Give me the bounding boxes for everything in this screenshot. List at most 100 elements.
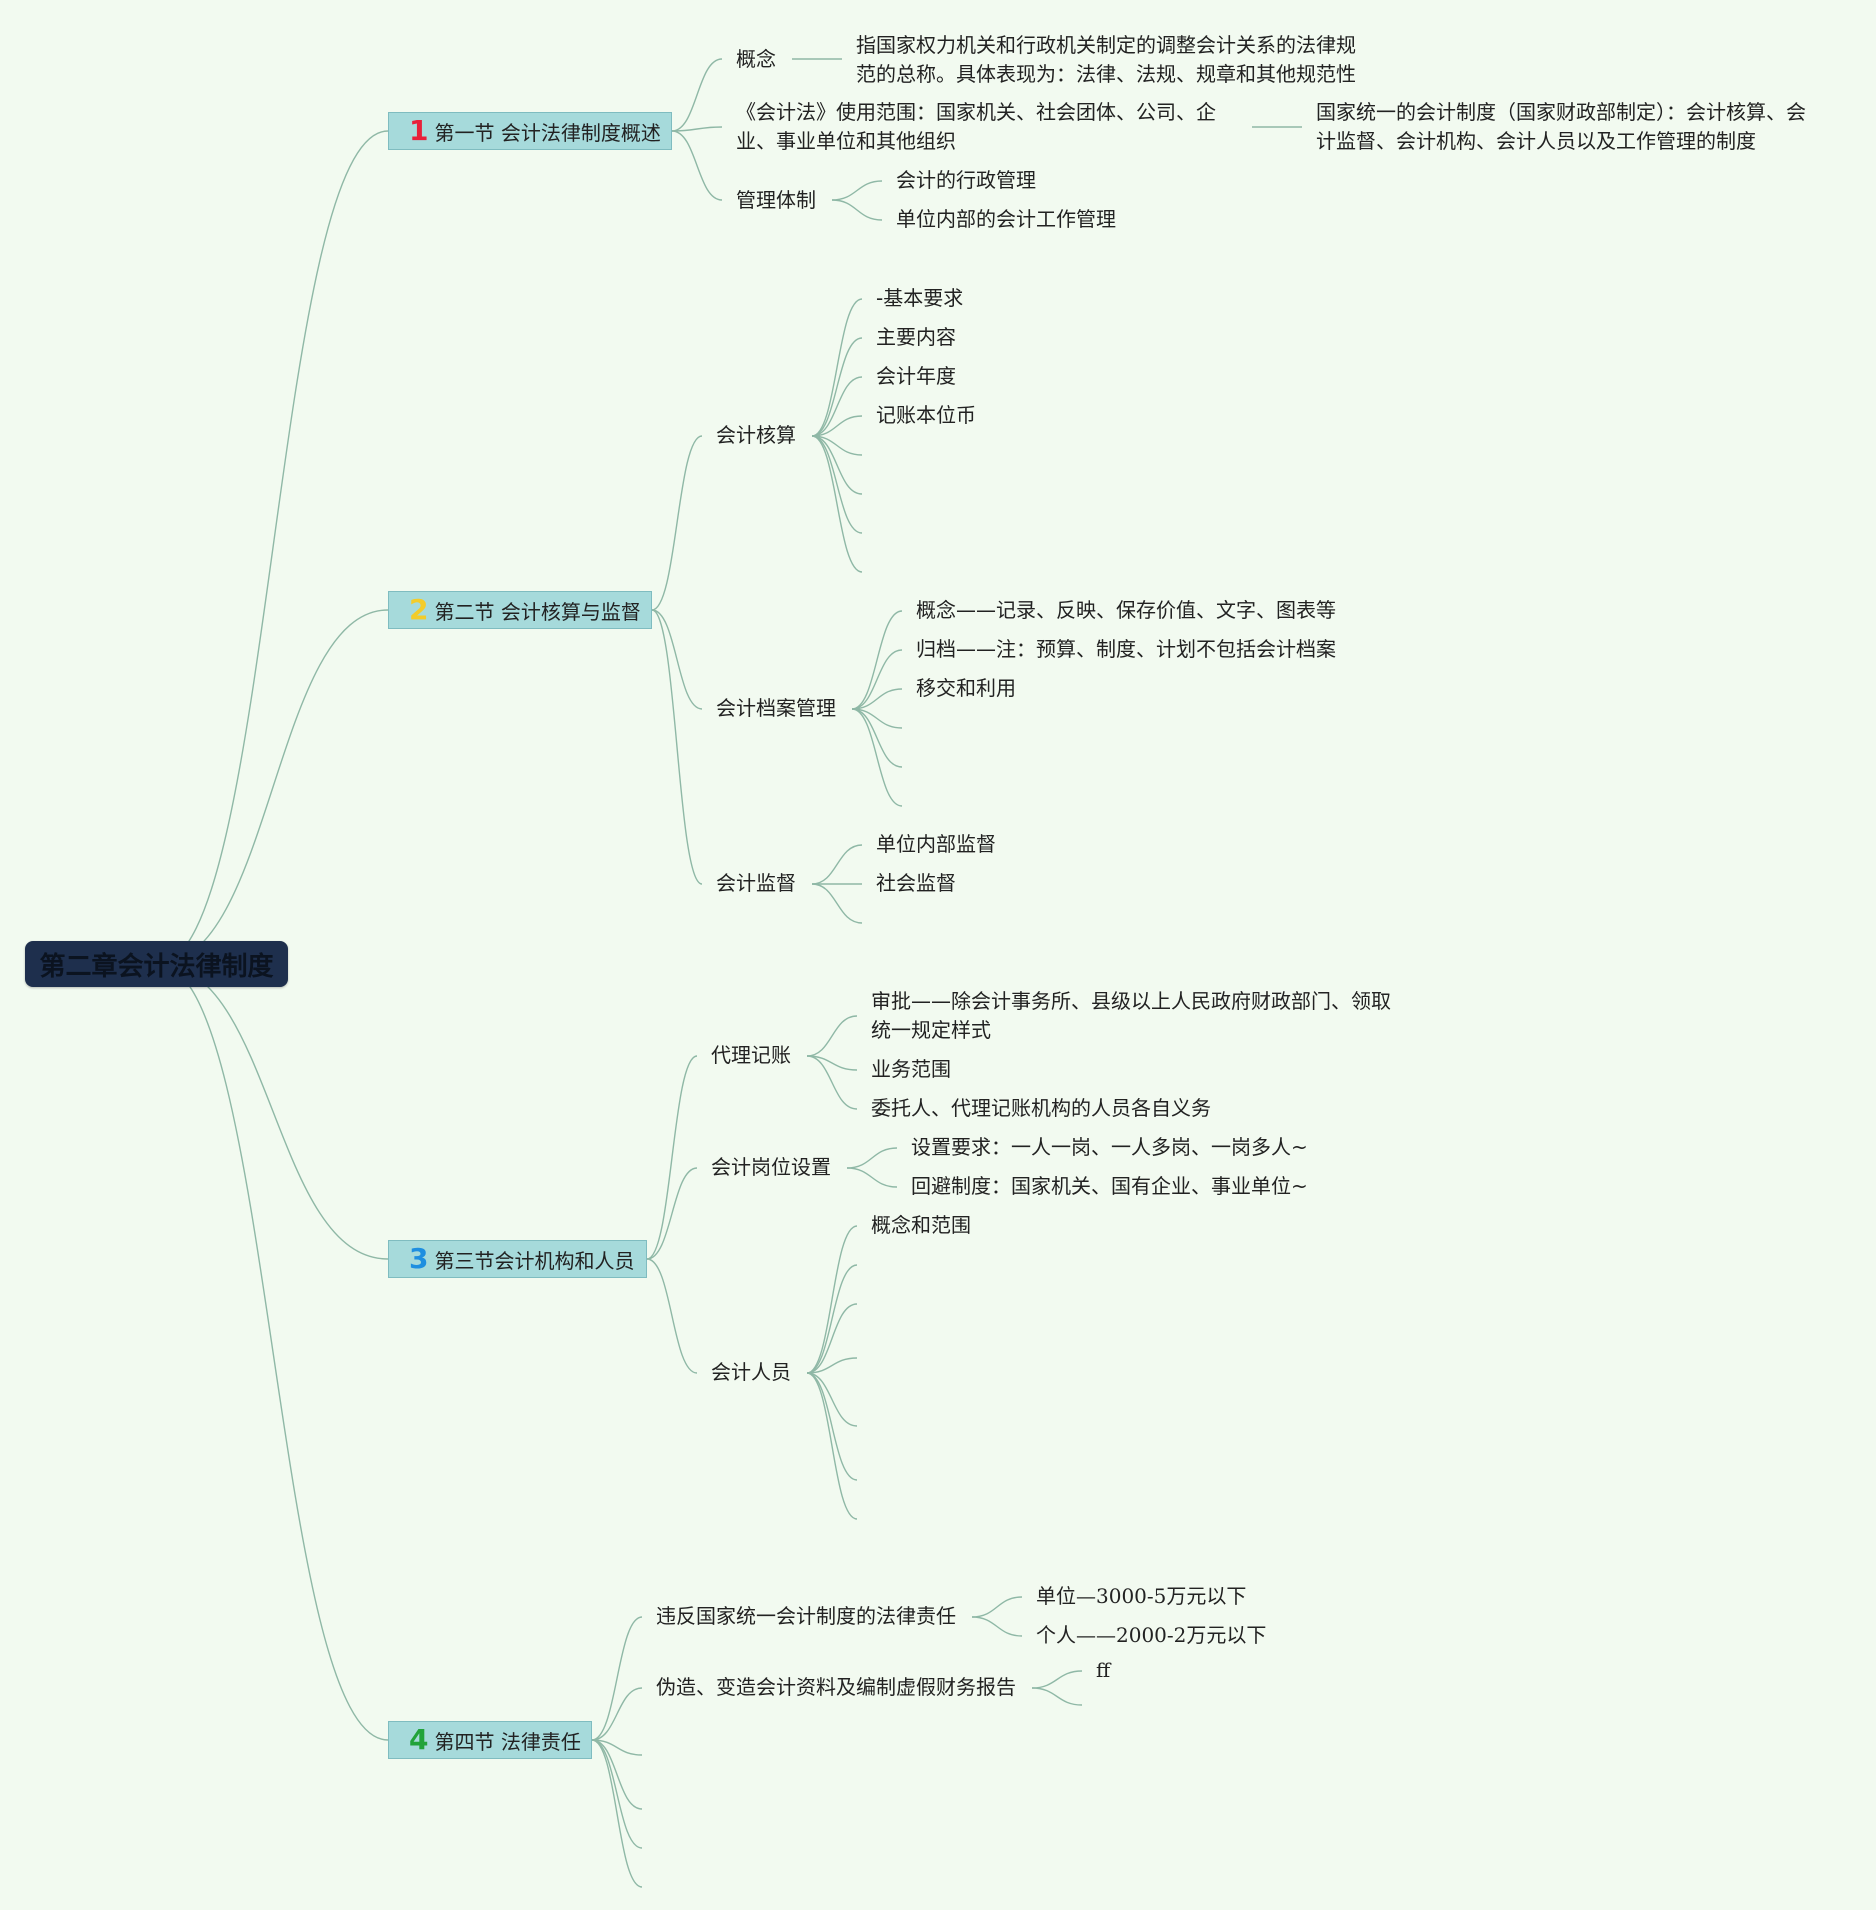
s3-posts-item[interactable]: 设置要求：一人一岗、一人多岗、一岗多人~ [911, 1135, 1308, 1159]
section-3-label: 第三节会计机构和人员 [434, 1248, 635, 1273]
s2-supervision-item[interactable]: 单位内部监督 [876, 832, 996, 856]
connector-line [811, 337, 863, 437]
section-1-label: 第一节 会计法律制度概述 [434, 120, 661, 145]
section-2-label: 第二节 会计核算与监督 [434, 599, 641, 624]
s2-archive[interactable]: 会计档案管理 [716, 696, 836, 720]
s3-agency-item[interactable]: 审批——除会计事务所、县级以上人民政府财政部门、领取统一规定样式 [871, 989, 1391, 1042]
root-to-section [157, 609, 389, 965]
connector-line [831, 199, 883, 221]
connector-line [811, 415, 863, 437]
root-to-section [157, 963, 389, 1741]
s3-posts[interactable]: 会计岗位设置 [711, 1155, 831, 1179]
connector-line [651, 609, 703, 885]
s3-posts-item[interactable]: 回避制度：国家机关、国有企业、事业单位~ [911, 1174, 1308, 1198]
s2-accounting-item[interactable]: 主要内容 [876, 325, 956, 349]
s3-agency-item[interactable]: 委托人、代理记账机构的人员各自义务 [871, 1096, 1211, 1120]
connector-line [651, 609, 703, 710]
s2-archive-item[interactable]: 概念——记录、反映、保存价值、文字、图表等 [916, 598, 1336, 622]
s1-concept-desc[interactable]: 指国家权力机关和行政机关制定的调整会计关系的法律规范的总称。具体表现为：法律、法… [856, 33, 1356, 86]
s1-concept[interactable]: 概念 [736, 47, 776, 71]
s4-violate-item[interactable]: 单位—3000-5万元以下 [1036, 1584, 1247, 1608]
connector-line [846, 1147, 898, 1169]
connector-line [806, 1264, 858, 1374]
section-1-number: 1 [409, 114, 429, 147]
connector-line [846, 1167, 898, 1188]
connector-line [806, 1225, 858, 1374]
s2-accounting-item[interactable]: -基本要求 [876, 286, 964, 310]
connector-line [811, 435, 863, 456]
section-3-number: 3 [409, 1242, 429, 1275]
s4-forge-item[interactable]: ff [1096, 1658, 1111, 1682]
s2-supervision-item[interactable]: 社会监督 [876, 871, 956, 895]
connector-line [971, 1596, 1023, 1618]
connector-line [811, 298, 863, 437]
s1-scope[interactable]: 《会计法》使用范围：国家机关、社会团体、公司、企业、事业单位和其他组织 [736, 100, 1216, 153]
s1-mgmt-item[interactable]: 会计的行政管理 [896, 168, 1036, 192]
section-2-number: 2 [409, 593, 429, 626]
connector-line [806, 1015, 858, 1057]
connector-line [851, 688, 903, 710]
s2-accounting-item[interactable]: 会计年度 [876, 364, 956, 388]
connector-line [591, 1616, 643, 1741]
root-to-section [157, 963, 389, 1260]
s1-mgmt-item[interactable]: 单位内部的会计工作管理 [896, 207, 1116, 231]
s4-forge[interactable]: 伪造、变造会计资料及编制虚假财务报告 [656, 1675, 1016, 1699]
root-to-section [157, 130, 389, 965]
connector-line [811, 435, 863, 534]
section-4-number: 4 [409, 1723, 429, 1756]
connector-line [811, 435, 863, 573]
s2-archive-item[interactable]: 归档——注：预算、制度、计划不包括会计档案 [916, 637, 1336, 661]
connector-line [806, 1372, 858, 1427]
connector-line [851, 708, 903, 729]
root-label: 第二章会计法律制度 [39, 951, 274, 982]
connector-line [811, 844, 863, 885]
connector-line [806, 1372, 858, 1481]
s4-violate-item[interactable]: 个人——2000-2万元以下 [1036, 1623, 1267, 1647]
connector-line [811, 376, 863, 437]
connector-line [831, 180, 883, 201]
section-4-node[interactable]: 4 第四节 法律责任 [388, 1721, 592, 1759]
connector-line [851, 610, 903, 710]
s2-archive-item[interactable]: 移交和利用 [916, 676, 1016, 700]
connector-line [671, 130, 723, 201]
connector-line [591, 1739, 643, 1810]
root-node[interactable]: 第二章会计法律制度 [25, 941, 288, 987]
connector-line [806, 1055, 858, 1110]
connector-line [806, 1303, 858, 1374]
s4-violate[interactable]: 违反国家统一会计制度的法律责任 [656, 1604, 956, 1628]
connector-line [1031, 1687, 1083, 1706]
connector-line [591, 1739, 643, 1888]
connector-line [1031, 1670, 1083, 1689]
section-1-node[interactable]: 1 第一节 会计法律制度概述 [388, 112, 672, 150]
s1-scope-desc[interactable]: 国家统一的会计制度（国家财政部制定）：会计核算、会计监督、会计机构、会计人员以及… [1316, 100, 1806, 153]
s2-accounting[interactable]: 会计核算 [716, 423, 796, 447]
s1-mgmt[interactable]: 管理体制 [736, 188, 816, 212]
connector-line [671, 58, 723, 132]
s3-agency[interactable]: 代理记账 [711, 1043, 791, 1067]
connector-line [671, 126, 723, 132]
s3-agency-item[interactable]: 业务范围 [871, 1057, 951, 1081]
connector-line [591, 1739, 643, 1849]
s3-staff[interactable]: 会计人员 [711, 1360, 791, 1384]
connector-line [851, 649, 903, 710]
s2-supervision[interactable]: 会计监督 [716, 871, 796, 895]
s3-staff-item[interactable]: 概念和范围 [871, 1213, 971, 1237]
connector-line [591, 1687, 643, 1741]
connector-line [646, 1167, 698, 1260]
connector-line [971, 1616, 1023, 1637]
section-2-node[interactable]: 2 第二节 会计核算与监督 [388, 591, 652, 629]
connector-line [806, 1372, 858, 1520]
connector-line [651, 435, 703, 611]
connector-line [646, 1055, 698, 1260]
section-4-label: 第四节 法律责任 [434, 1729, 581, 1754]
connector-line [851, 708, 903, 807]
section-3-node[interactable]: 3 第三节会计机构和人员 [388, 1240, 647, 1278]
connector-line [811, 883, 863, 924]
connector-line [811, 435, 863, 495]
connector-line [851, 708, 903, 768]
connector-line [806, 1357, 858, 1374]
s2-accounting-item[interactable]: 记账本位币 [876, 403, 976, 427]
connector-line [646, 1258, 698, 1374]
